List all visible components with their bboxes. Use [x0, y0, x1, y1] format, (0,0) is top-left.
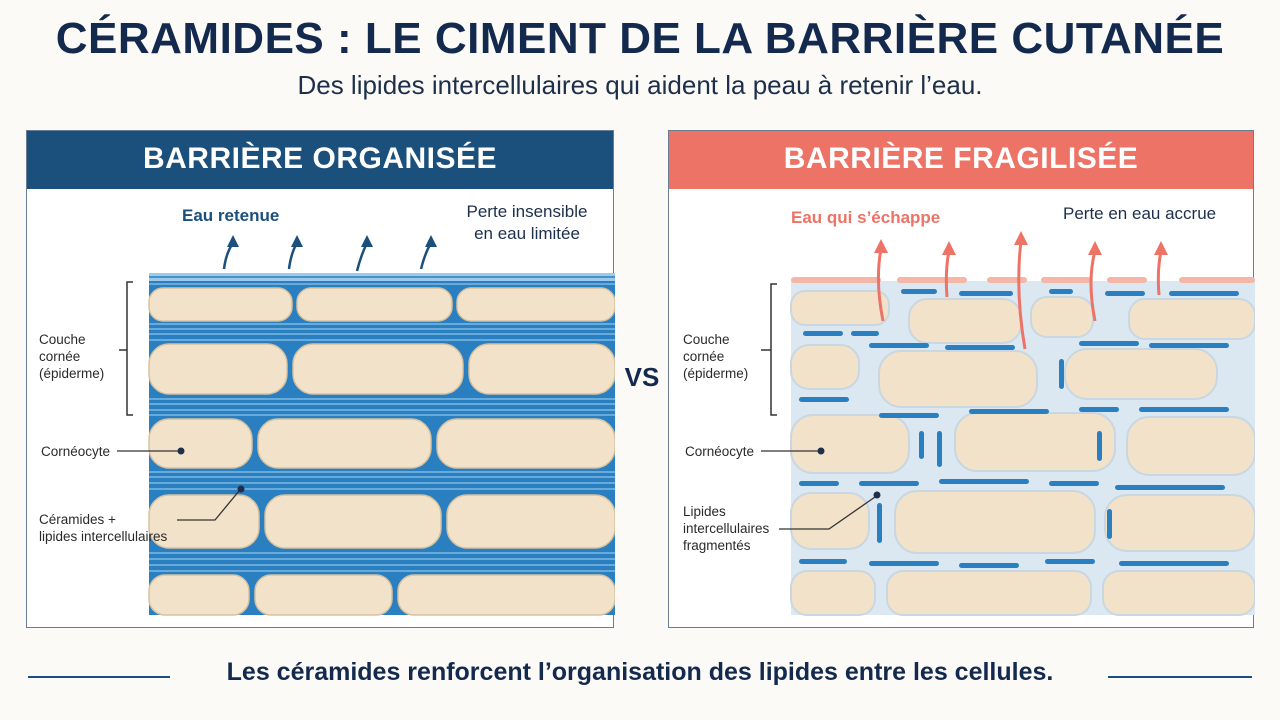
lipid-lamellae	[149, 283, 615, 572]
corneocyte-label: Cornéocyte	[41, 444, 111, 459]
organized-barrier-heading: BARRIÈRE ORGANISÉE	[27, 131, 613, 187]
ceramides-label-line-2: lipides intercellulaires	[39, 529, 168, 544]
escaping-water-arrows	[876, 240, 1163, 350]
escaping-water-arrowheads	[874, 231, 1168, 255]
fragile-corneocytes	[790, 290, 1255, 616]
layer-label-line-1: Couche	[39, 332, 86, 347]
corneocyte-row-5	[148, 574, 615, 616]
panel-divider	[27, 187, 613, 189]
corneocyte-label: Cornéocyte	[685, 444, 755, 459]
escaping-water-label: Eau qui s’échappe	[791, 208, 941, 227]
corneocyte-row-4	[148, 494, 615, 549]
organized-barrier-panel: BARRIÈRE ORGANISÉE	[26, 130, 615, 628]
surface-fragments	[791, 277, 1255, 283]
limited-loss-line-2: en eau limitée	[474, 224, 580, 243]
fragment-leader	[779, 496, 876, 530]
layer-label-line-3: (épiderme)	[39, 366, 105, 381]
ceramides-label: Céramides + lipides intercellulaires	[39, 511, 167, 545]
layer-label-line-3: (épiderme)	[683, 366, 749, 381]
layer-label-line-1: Couche	[683, 332, 730, 347]
fragmented-label-line-2: intercellulaires	[683, 521, 770, 536]
page-subtitle: Des lipides intercellulaires qui aident …	[297, 70, 983, 100]
layer-bracket	[770, 283, 777, 416]
lipid-leader	[177, 490, 240, 521]
footer-rule-right	[1108, 676, 1252, 678]
fragile-barrier-heading: BARRIÈRE FRAGILISÉE	[669, 131, 1253, 187]
stratum-corneum-label: Couche cornée (épiderme)	[39, 331, 104, 382]
corneocyte-row-2	[148, 343, 615, 395]
fragmented-lipids	[799, 289, 1239, 568]
increased-loss-label: Perte en eau accrue	[1063, 204, 1217, 223]
stratum-corneum-label: Couche cornée (épiderme)	[683, 331, 748, 382]
ceramides-label-line-1: Céramides +	[39, 512, 116, 527]
panel-divider	[669, 187, 1253, 189]
limited-loss-label: Perte insensible en eau limitée	[447, 201, 607, 245]
fragmented-label-line-3: fragmentés	[683, 538, 751, 553]
versus-label: VS	[624, 362, 660, 392]
fragile-barrier-illustration	[761, 231, 1255, 616]
layer-label-line-2: cornée	[683, 349, 725, 364]
footer-caption: Les céramides renforcent l’organisation …	[226, 658, 1054, 686]
corneocyte-row-1	[148, 287, 615, 322]
fragile-barrier-panel: BARRIÈRE FRAGILISÉE	[668, 130, 1255, 628]
retained-water-arrowheads	[227, 235, 437, 247]
limited-loss-line-1: Perte insensible	[466, 202, 588, 221]
fragmented-lipids-label: Lipides intercellulaires fragmentés	[683, 503, 769, 554]
organized-barrier-illustration	[117, 235, 615, 616]
footer-rule-left	[28, 676, 170, 678]
page-title: CÉRAMIDES : LE CIMENT DE LA BARRIÈRE CUT…	[55, 14, 1225, 63]
layer-label-line-2: cornée	[39, 349, 81, 364]
corneocyte-row-3	[148, 418, 615, 469]
retained-water-label: Eau retenue	[182, 206, 280, 225]
retained-water-arrows	[222, 242, 433, 272]
fragmented-label-line-1: Lipides	[683, 504, 726, 519]
layer-bracket	[126, 281, 133, 416]
